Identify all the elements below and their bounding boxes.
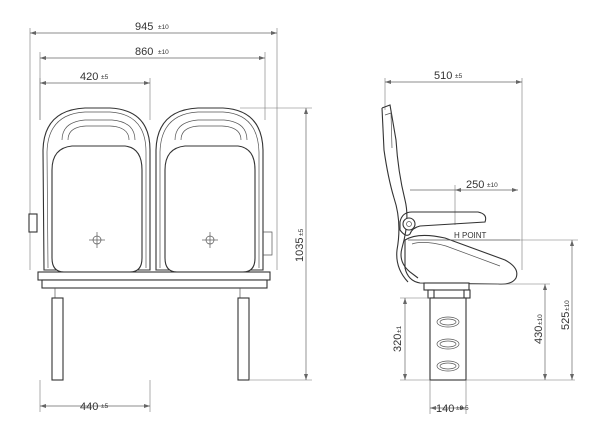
pedestal-width-tolerance: ±0.5	[456, 405, 469, 412]
pedestal-height-value: 320	[392, 334, 404, 352]
leg-spacing-value: 440	[80, 401, 98, 413]
mounting-plate	[423, 282, 470, 291]
overall-height-value: 1035	[294, 238, 306, 262]
seat-cushion-profile	[404, 234, 518, 285]
dimension-seat-height: 430 ±10	[466, 283, 575, 381]
armrest-profile	[399, 211, 487, 236]
dimension-frame-width: 860 ±10	[39, 46, 266, 120]
h-point-height-value: 525	[560, 312, 572, 330]
base-frame	[37, 271, 271, 381]
overall-height-tolerance: ±5	[298, 228, 305, 236]
dimension-overall-height: 1035 ±5	[240, 107, 312, 381]
armrest-offset-value: 250	[466, 179, 484, 191]
seat-height-value: 430	[533, 326, 545, 344]
dimension-h-point-height: 525 ±10	[520, 239, 578, 380]
left-side-handle	[28, 213, 38, 233]
mount-bracket-left	[427, 289, 435, 299]
right-side-handle	[263, 231, 273, 256]
leg-spacing-tolerance: ±5	[101, 403, 109, 410]
pedestal-width-value: 140	[436, 403, 454, 415]
dimension-leg-spacing: 440 ±5	[39, 380, 151, 413]
dimension-seat-width: 420 ±5	[39, 71, 151, 120]
overall-width-tolerance: ±10	[158, 24, 169, 31]
overall-width-value: 945	[135, 21, 153, 33]
mount-bracket-right	[463, 289, 471, 299]
armrest-offset-tolerance: ±10	[487, 182, 498, 189]
frame-width-tolerance: ±10	[158, 49, 169, 56]
dimension-side-depth: 510 ±5	[384, 70, 523, 270]
dimension-pedestal-height: 320 ±1	[392, 297, 430, 381]
side-depth-value: 510	[434, 70, 452, 82]
dimension-pedestal-width: 140 ±0.5	[429, 380, 469, 415]
seat-width-tolerance: ±5	[101, 74, 109, 81]
h-point-label: H POINT	[454, 231, 487, 240]
backrest-profile	[381, 104, 419, 283]
seat-width-value: 420	[80, 71, 98, 83]
h-point-height-tolerance: ±10	[564, 300, 571, 311]
side-view: 510 ±5 250 ±10	[381, 70, 578, 415]
side-depth-tolerance: ±5	[455, 73, 463, 80]
frame-width-value: 860	[135, 46, 153, 58]
pedestal	[429, 297, 467, 381]
right-seat-shell	[155, 107, 264, 273]
front-view: 945 ±10 860 ±10 420 ±5	[28, 21, 312, 413]
pedestal-height-tolerance: ±1	[396, 325, 403, 333]
seat-height-tolerance: ±10	[537, 314, 544, 325]
left-seat-shell	[42, 107, 151, 273]
dimension-armrest-offset: 250 ±10	[410, 179, 518, 225]
